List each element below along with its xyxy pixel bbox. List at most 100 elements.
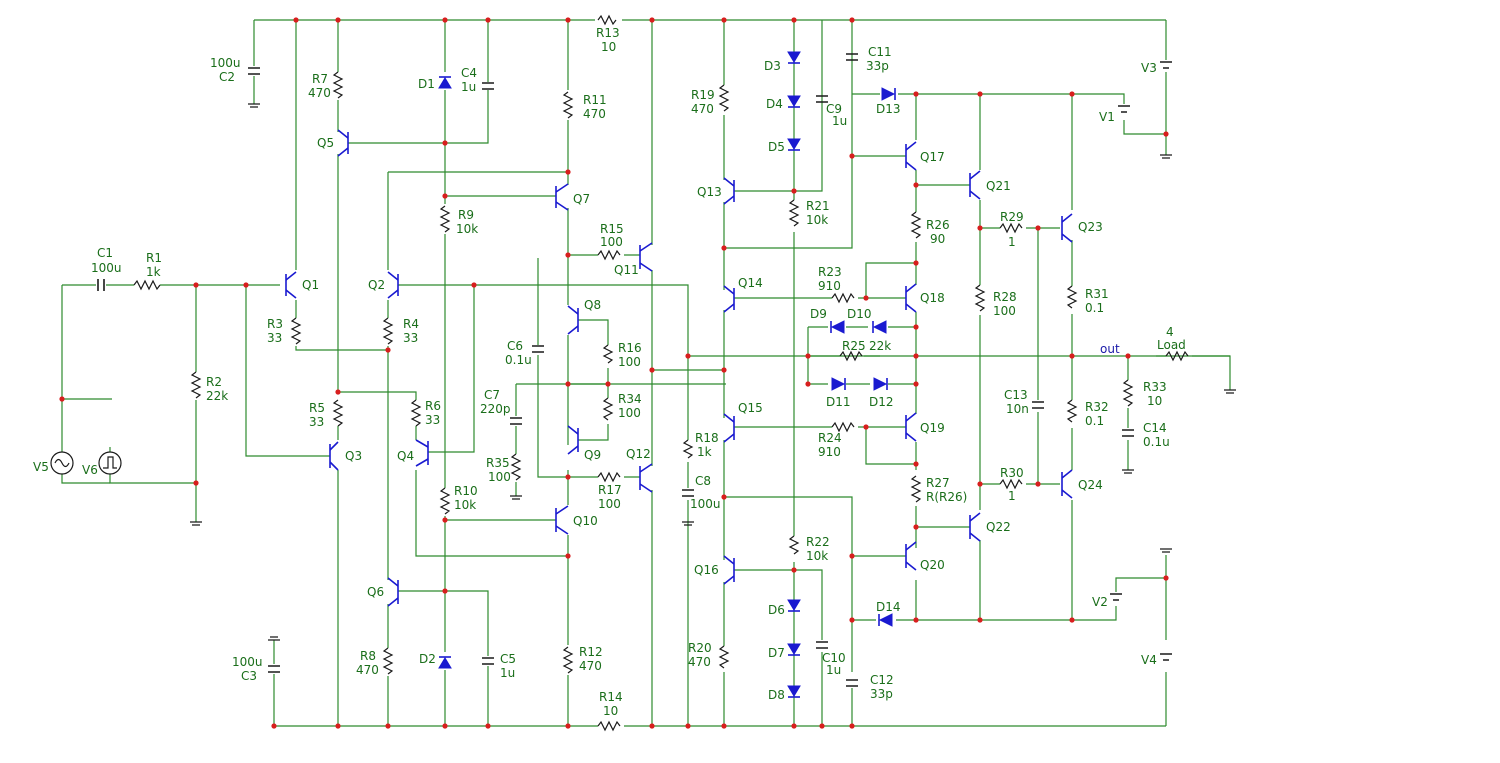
transistor-q18 <box>905 283 917 313</box>
label-r35: R35 <box>486 456 510 470</box>
label-v6: V6 <box>82 463 98 477</box>
label-c6-value: 0.1u <box>505 353 532 367</box>
label-r25-value: 22k <box>869 339 891 353</box>
resistor-r26 <box>910 211 922 239</box>
diode-d11 <box>831 377 846 391</box>
capacitor-c5 <box>482 657 494 665</box>
diode-d5 <box>787 138 801 151</box>
label-q20: Q20 <box>920 558 945 572</box>
label-r31-value: 0.1 <box>1085 301 1104 315</box>
label-c14-value: 0.1u <box>1143 435 1170 449</box>
label-r26-value: 90 <box>930 232 945 246</box>
transistor-q12 <box>639 463 653 493</box>
label-r22: R22 <box>806 535 830 549</box>
label-r8: R8 <box>360 649 376 663</box>
capacitor-c4 <box>482 82 494 90</box>
label-r9: R9 <box>458 208 474 222</box>
label-c2-value: 100u <box>210 56 241 70</box>
resistor-r18 <box>682 439 694 459</box>
resistor-r19 <box>718 84 730 112</box>
label-load-value: 4 <box>1166 325 1174 339</box>
diode-d1 <box>438 76 452 89</box>
resistor-r16 <box>602 344 614 364</box>
label-c11-value: 33p <box>866 59 889 73</box>
label-r9-value: 10k <box>456 222 478 236</box>
diode-d7 <box>787 643 801 656</box>
label-q17: Q17 <box>920 150 945 164</box>
label-r26: R26 <box>926 218 950 232</box>
label-r4-value: 33 <box>403 331 418 345</box>
resistor-r24 <box>831 421 855 433</box>
label-c4-value: 1u <box>461 80 476 94</box>
label-c9: C9 <box>826 102 842 116</box>
label-d11: D11 <box>826 395 851 409</box>
label-r27: R27 <box>926 476 950 490</box>
label-c5-value: 1u <box>500 666 515 680</box>
label-d5: D5 <box>768 140 785 154</box>
transistor-q15 <box>723 413 735 443</box>
label-r25: R25 <box>842 339 866 353</box>
resistor-r34 <box>602 397 614 421</box>
transistor-q6 <box>387 577 399 607</box>
ground-symbols <box>190 103 1236 641</box>
label-r7: R7 <box>312 72 328 86</box>
label-q11: Q11 <box>614 263 639 277</box>
transistor-q17 <box>905 141 917 171</box>
transistor-q13 <box>723 177 735 205</box>
resistor-r33 <box>1122 379 1134 407</box>
resistor-r32 <box>1066 399 1078 423</box>
label-r24: R24 <box>818 431 842 445</box>
label-r33-value: 10 <box>1147 394 1162 408</box>
label-q3: Q3 <box>345 449 362 463</box>
label-c9-value: 1u <box>832 114 847 128</box>
label-r18-value: 1k <box>697 445 712 459</box>
label-q16: Q16 <box>694 563 719 577</box>
label-r16: R16 <box>618 341 642 355</box>
label-c7-value: 220p <box>480 402 511 416</box>
transistor-q24 <box>1061 469 1073 499</box>
resistor-r7 <box>332 71 344 99</box>
label-q18: Q18 <box>920 291 945 305</box>
label-r30-value: 1 <box>1008 489 1016 503</box>
label-r31: R31 <box>1085 287 1109 301</box>
battery-v3 <box>1160 61 1172 69</box>
transistor-q9 <box>567 425 579 455</box>
capacitor-c13 <box>1032 401 1044 409</box>
label-r7-value: 470 <box>308 86 331 100</box>
transistor-q3 <box>329 441 339 471</box>
label-d3: D3 <box>764 59 781 73</box>
label-q22: Q22 <box>986 520 1011 534</box>
label-r6-value: 33 <box>425 413 440 427</box>
label-r4: R4 <box>403 317 419 331</box>
resistor-r13 <box>597 14 617 26</box>
diodes <box>438 51 896 698</box>
resistor-r29 <box>999 222 1023 234</box>
input-sources <box>50 451 122 475</box>
transistor-q8 <box>567 305 579 335</box>
label-q9: Q9 <box>584 448 601 462</box>
label-v4: V4 <box>1141 653 1157 667</box>
label-c14: C14 <box>1143 421 1167 435</box>
ac-source-v5 <box>50 451 74 475</box>
label-r6: R6 <box>425 399 441 413</box>
label-r20-value: 470 <box>688 655 711 669</box>
label-r27-value: R(R26) <box>926 490 967 504</box>
label-r2: R2 <box>206 375 222 389</box>
resistor-r5 <box>332 399 344 427</box>
label-r32: R32 <box>1085 400 1109 414</box>
label-c1: C1 <box>97 246 113 260</box>
capacitor-c10 <box>816 641 828 649</box>
label-r17-value: 100 <box>598 497 621 511</box>
capacitor-c7 <box>510 417 522 425</box>
label-load: Load <box>1157 338 1186 352</box>
diode-d4 <box>787 95 801 108</box>
label-r21-value: 10k <box>806 213 828 227</box>
label-q19: Q19 <box>920 421 945 435</box>
label-c5: C5 <box>500 652 516 666</box>
label-r3: R3 <box>267 317 283 331</box>
diode-d13 <box>881 87 896 101</box>
label-q15: Q15 <box>738 401 763 415</box>
label-c10: C10 <box>822 651 846 665</box>
label-q6: Q6 <box>367 585 384 599</box>
label-q13: Q13 <box>697 185 722 199</box>
